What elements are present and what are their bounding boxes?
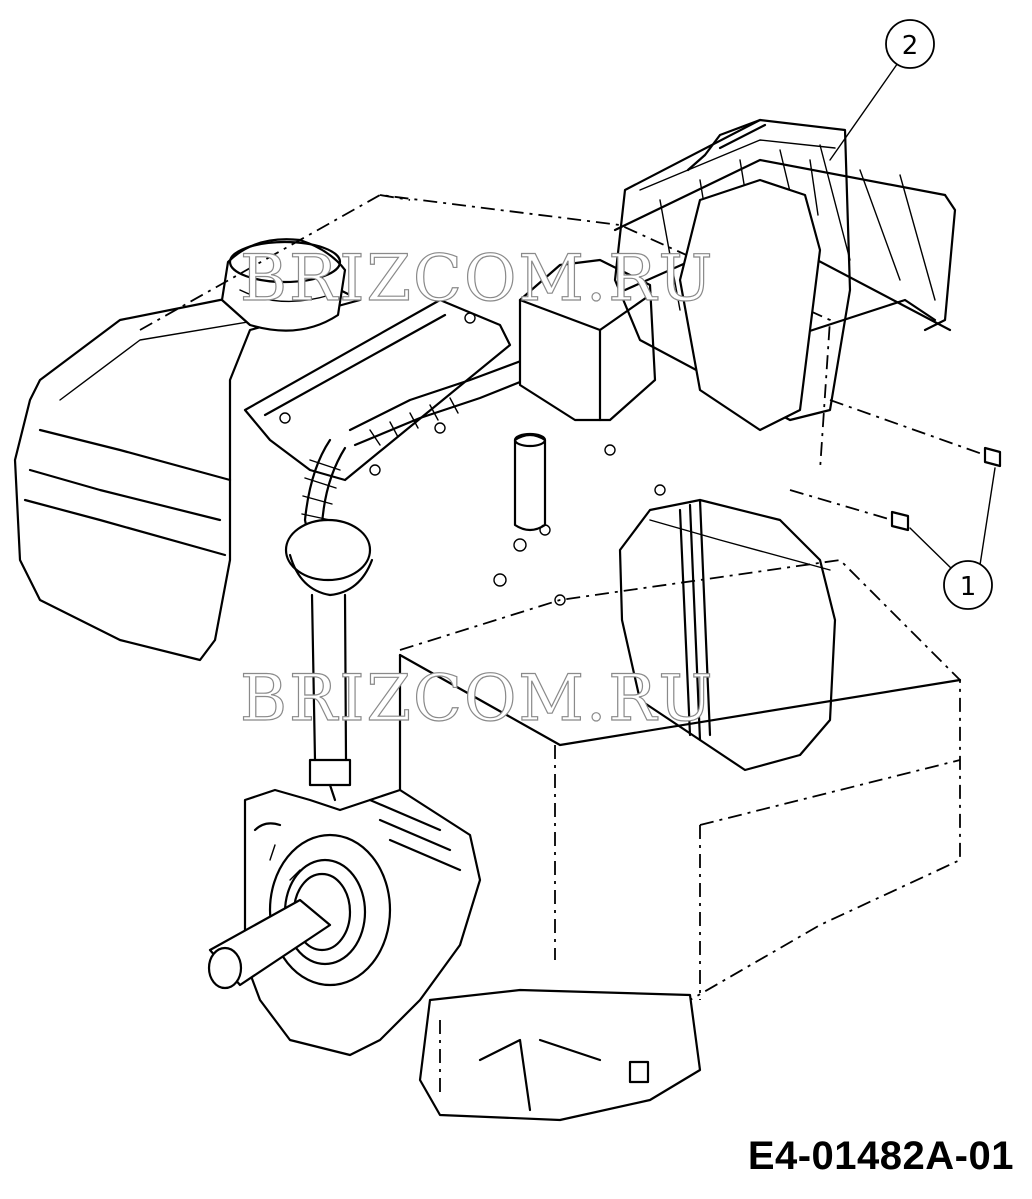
leader-line-1b (979, 467, 996, 566)
muffler-guard (613, 118, 957, 432)
leader-line-2 (829, 59, 901, 161)
watermark-top: BRIZCOM.RU (240, 242, 714, 316)
throttle-bracket (243, 298, 512, 482)
crankcase (207, 788, 702, 1122)
figure-code: E4-01482A-01 (747, 1134, 1014, 1178)
callout-2: 2 (885, 19, 935, 69)
leader-line-1a (909, 527, 956, 573)
watermark-middle: BRIZCOM.RU (240, 662, 714, 736)
callout-2-label: 2 (902, 31, 919, 61)
screw-lower (789, 489, 910, 532)
starter-handle (284, 518, 374, 802)
callout-1-label: 1 (960, 572, 977, 602)
callout-1: 1 (943, 560, 993, 610)
fuel-tank (13, 238, 362, 662)
air-filter (618, 498, 837, 772)
screw-upper (829, 399, 1002, 468)
